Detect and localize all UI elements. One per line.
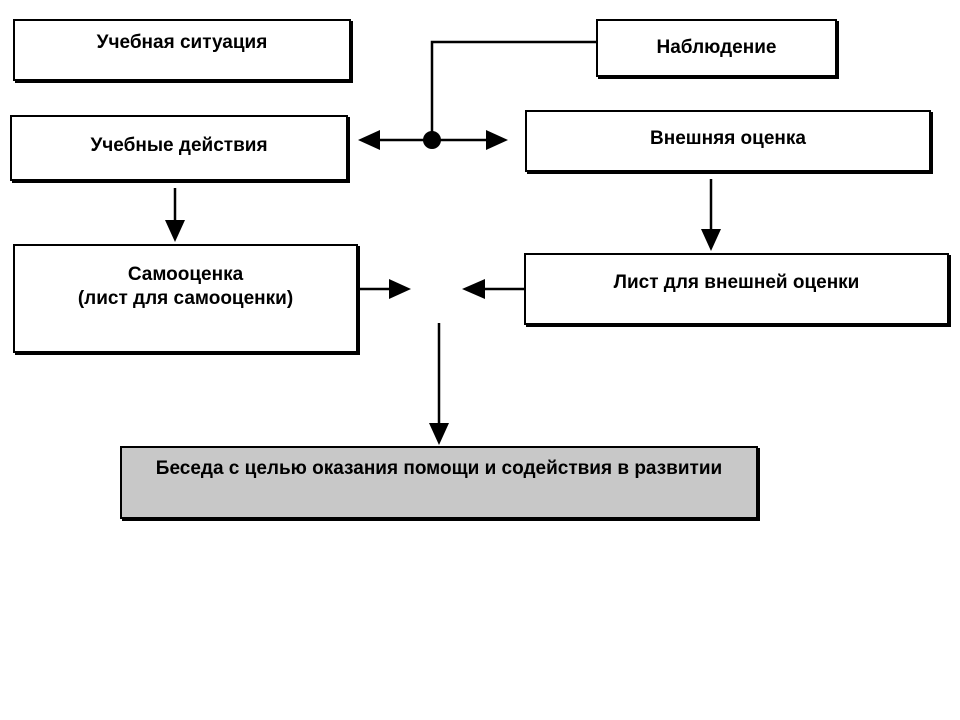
node-external-assessment: Внешняя оценка bbox=[525, 110, 931, 172]
arrowhead-right bbox=[486, 130, 508, 150]
node-external-assessment-sheet-label: Лист для внешней оценки bbox=[613, 272, 860, 293]
arrowhead-down-right bbox=[701, 229, 721, 251]
arrowhead-down-left bbox=[165, 220, 185, 242]
arrowhead-left bbox=[358, 130, 380, 150]
node-learning-situation: Учебная ситуация bbox=[13, 19, 351, 81]
arrowhead-self-right bbox=[389, 279, 411, 299]
node-self-assessment-title: Самооценка bbox=[127, 264, 244, 285]
node-learning-actions: Учебные действия bbox=[10, 115, 348, 181]
arrowhead-sheet-left bbox=[462, 279, 485, 299]
node-learning-actions-label: Учебные действия bbox=[90, 135, 268, 156]
node-external-assessment-sheet: Лист для внешней оценки bbox=[524, 253, 949, 325]
node-self-assessment: Самооценка (лист для самооценки) bbox=[13, 244, 358, 353]
node-learning-situation-label: Учебная ситуация bbox=[96, 32, 268, 53]
node-conversation: Беседа с целью оказания помощи и содейст… bbox=[120, 446, 758, 519]
node-observation: Наблюдение bbox=[596, 19, 837, 77]
junction-dot bbox=[423, 131, 441, 149]
node-external-assessment-label: Внешняя оценка bbox=[650, 128, 806, 149]
connector-observation-junction bbox=[430, 40, 596, 140]
node-conversation-label: Беседа с целью оказания помощи и содейст… bbox=[155, 458, 723, 479]
node-self-assessment-subtitle: (лист для самооценки) bbox=[77, 288, 294, 309]
node-observation-label: Наблюдение bbox=[656, 37, 777, 58]
arrowhead-to-conversation bbox=[429, 423, 449, 445]
